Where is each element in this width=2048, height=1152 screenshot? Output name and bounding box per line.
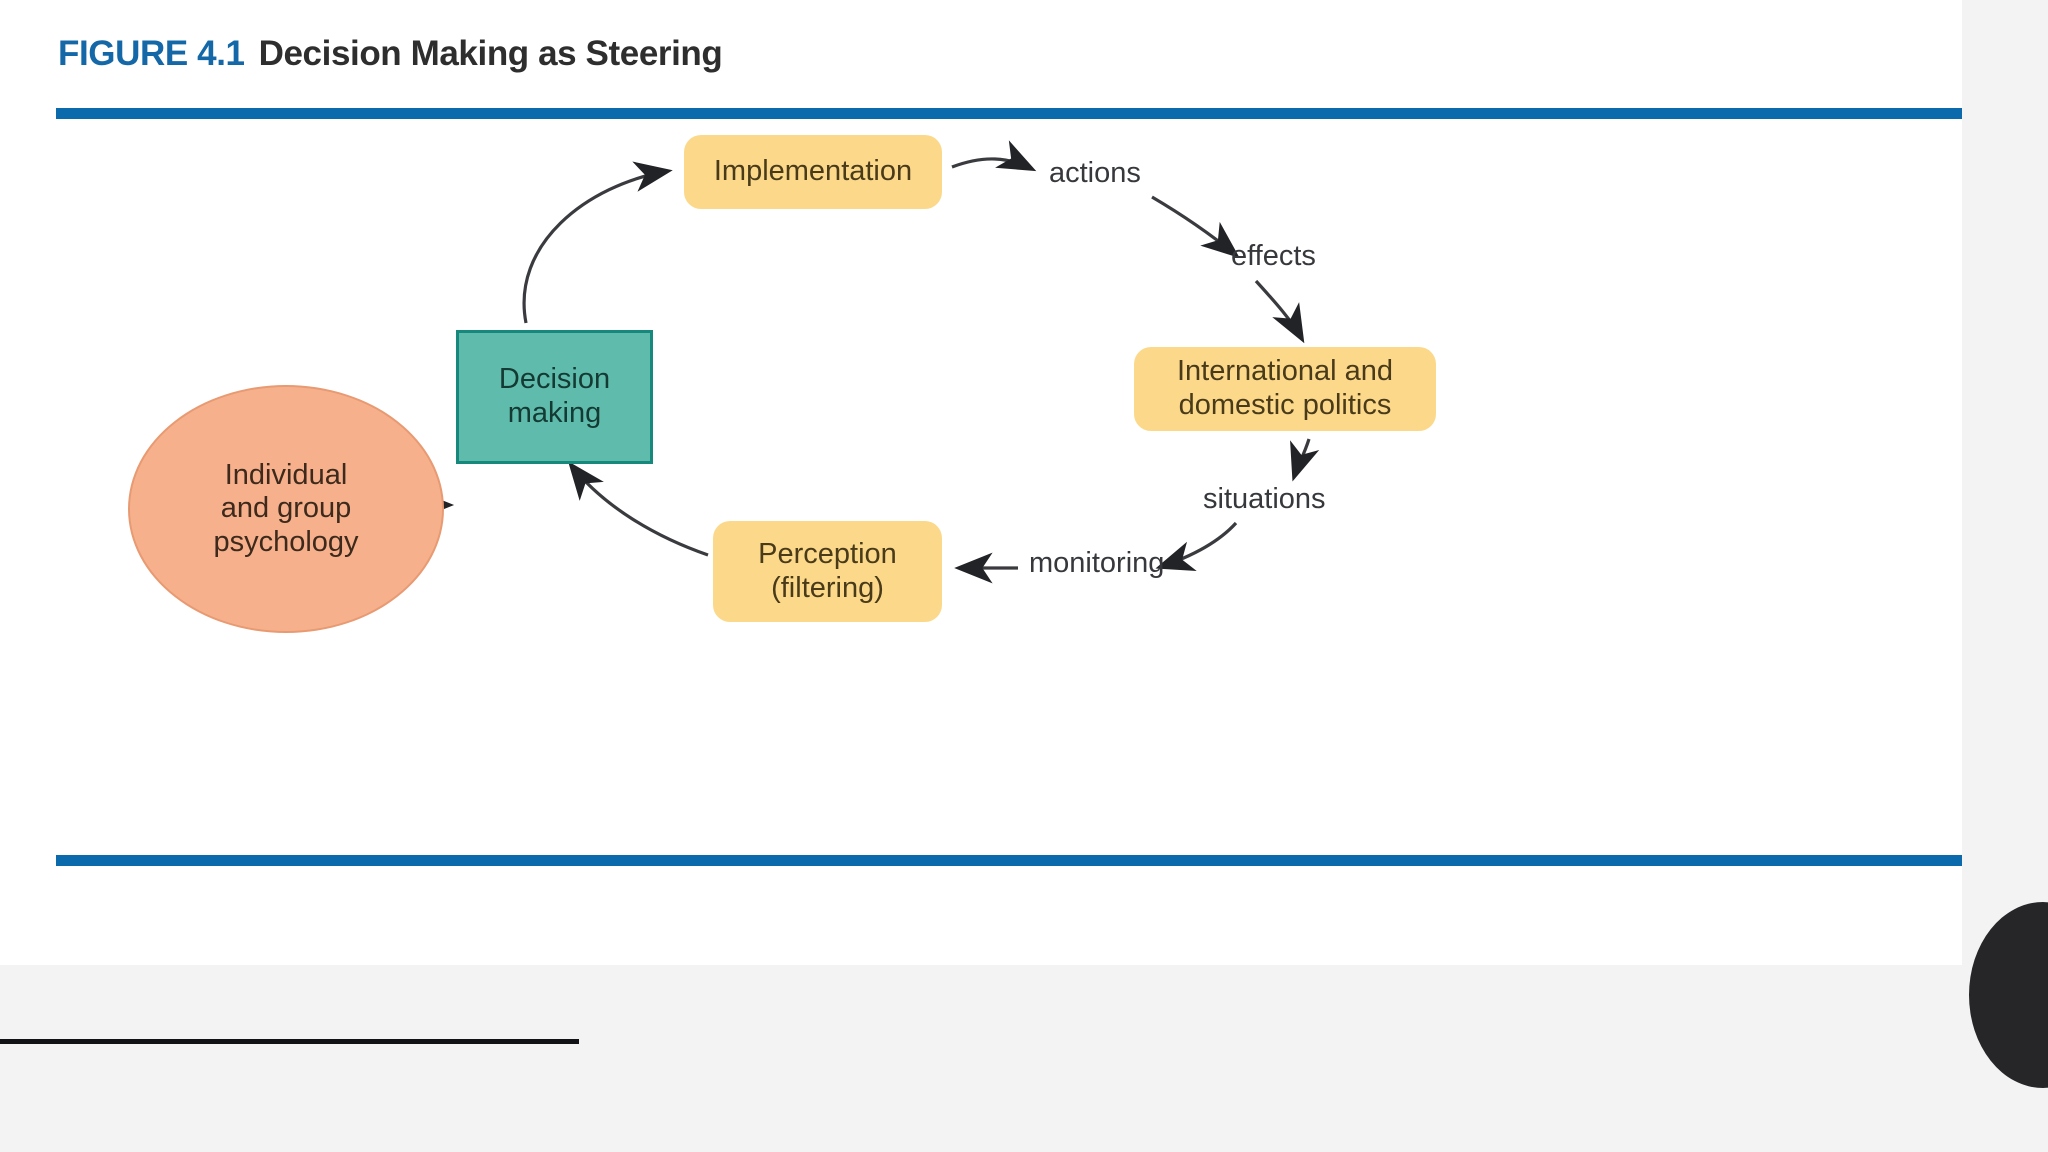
edge-label-actions: actions	[1049, 157, 1141, 189]
edge-decision-to-implementation	[522, 161, 673, 324]
page-corner-dot	[1969, 902, 2048, 1088]
footnote-separator-rule	[0, 1039, 579, 1044]
node-decision-making[interactable]: Decision making	[456, 330, 653, 464]
edge-effects-to-politics	[1254, 279, 1305, 344]
node-implementation[interactable]: Implementation	[684, 135, 942, 209]
edge-label-monitoring: monitoring	[1029, 547, 1165, 579]
edge-situations-to-monitoring	[1155, 521, 1238, 571]
diagram-connectors	[412, 140, 1320, 584]
edge-label-effects: effects	[1231, 240, 1316, 272]
figure-title-text: Decision Making as Steering	[258, 34, 723, 73]
figure-number: FIGURE 4.1	[58, 34, 245, 73]
edge-label-situations: situations	[1203, 483, 1326, 515]
edge-perception-to-decision	[568, 461, 709, 557]
edge-actions-to-effects	[1151, 195, 1240, 259]
figure-caption: FIGURE 4.1 Decision Making as Steering	[58, 34, 723, 74]
edge-politics-to-situations	[1290, 438, 1320, 482]
node-individual-and-group-psychology[interactable]: Individual and group psychology	[128, 385, 444, 633]
node-international-and-domestic-politics[interactable]: International and domestic politics	[1134, 347, 1436, 431]
figure-top-rule	[56, 108, 1962, 119]
node-perception-filtering[interactable]: Perception (filtering)	[713, 521, 942, 622]
edge-implementation-to-actions	[951, 140, 1037, 172]
figure-bottom-rule	[56, 855, 1962, 866]
page-sheet: FIGURE 4.1 Decision Making as Steering	[0, 0, 1962, 965]
diagram-canvas: Individual and group psychology Decision…	[56, 125, 1962, 845]
